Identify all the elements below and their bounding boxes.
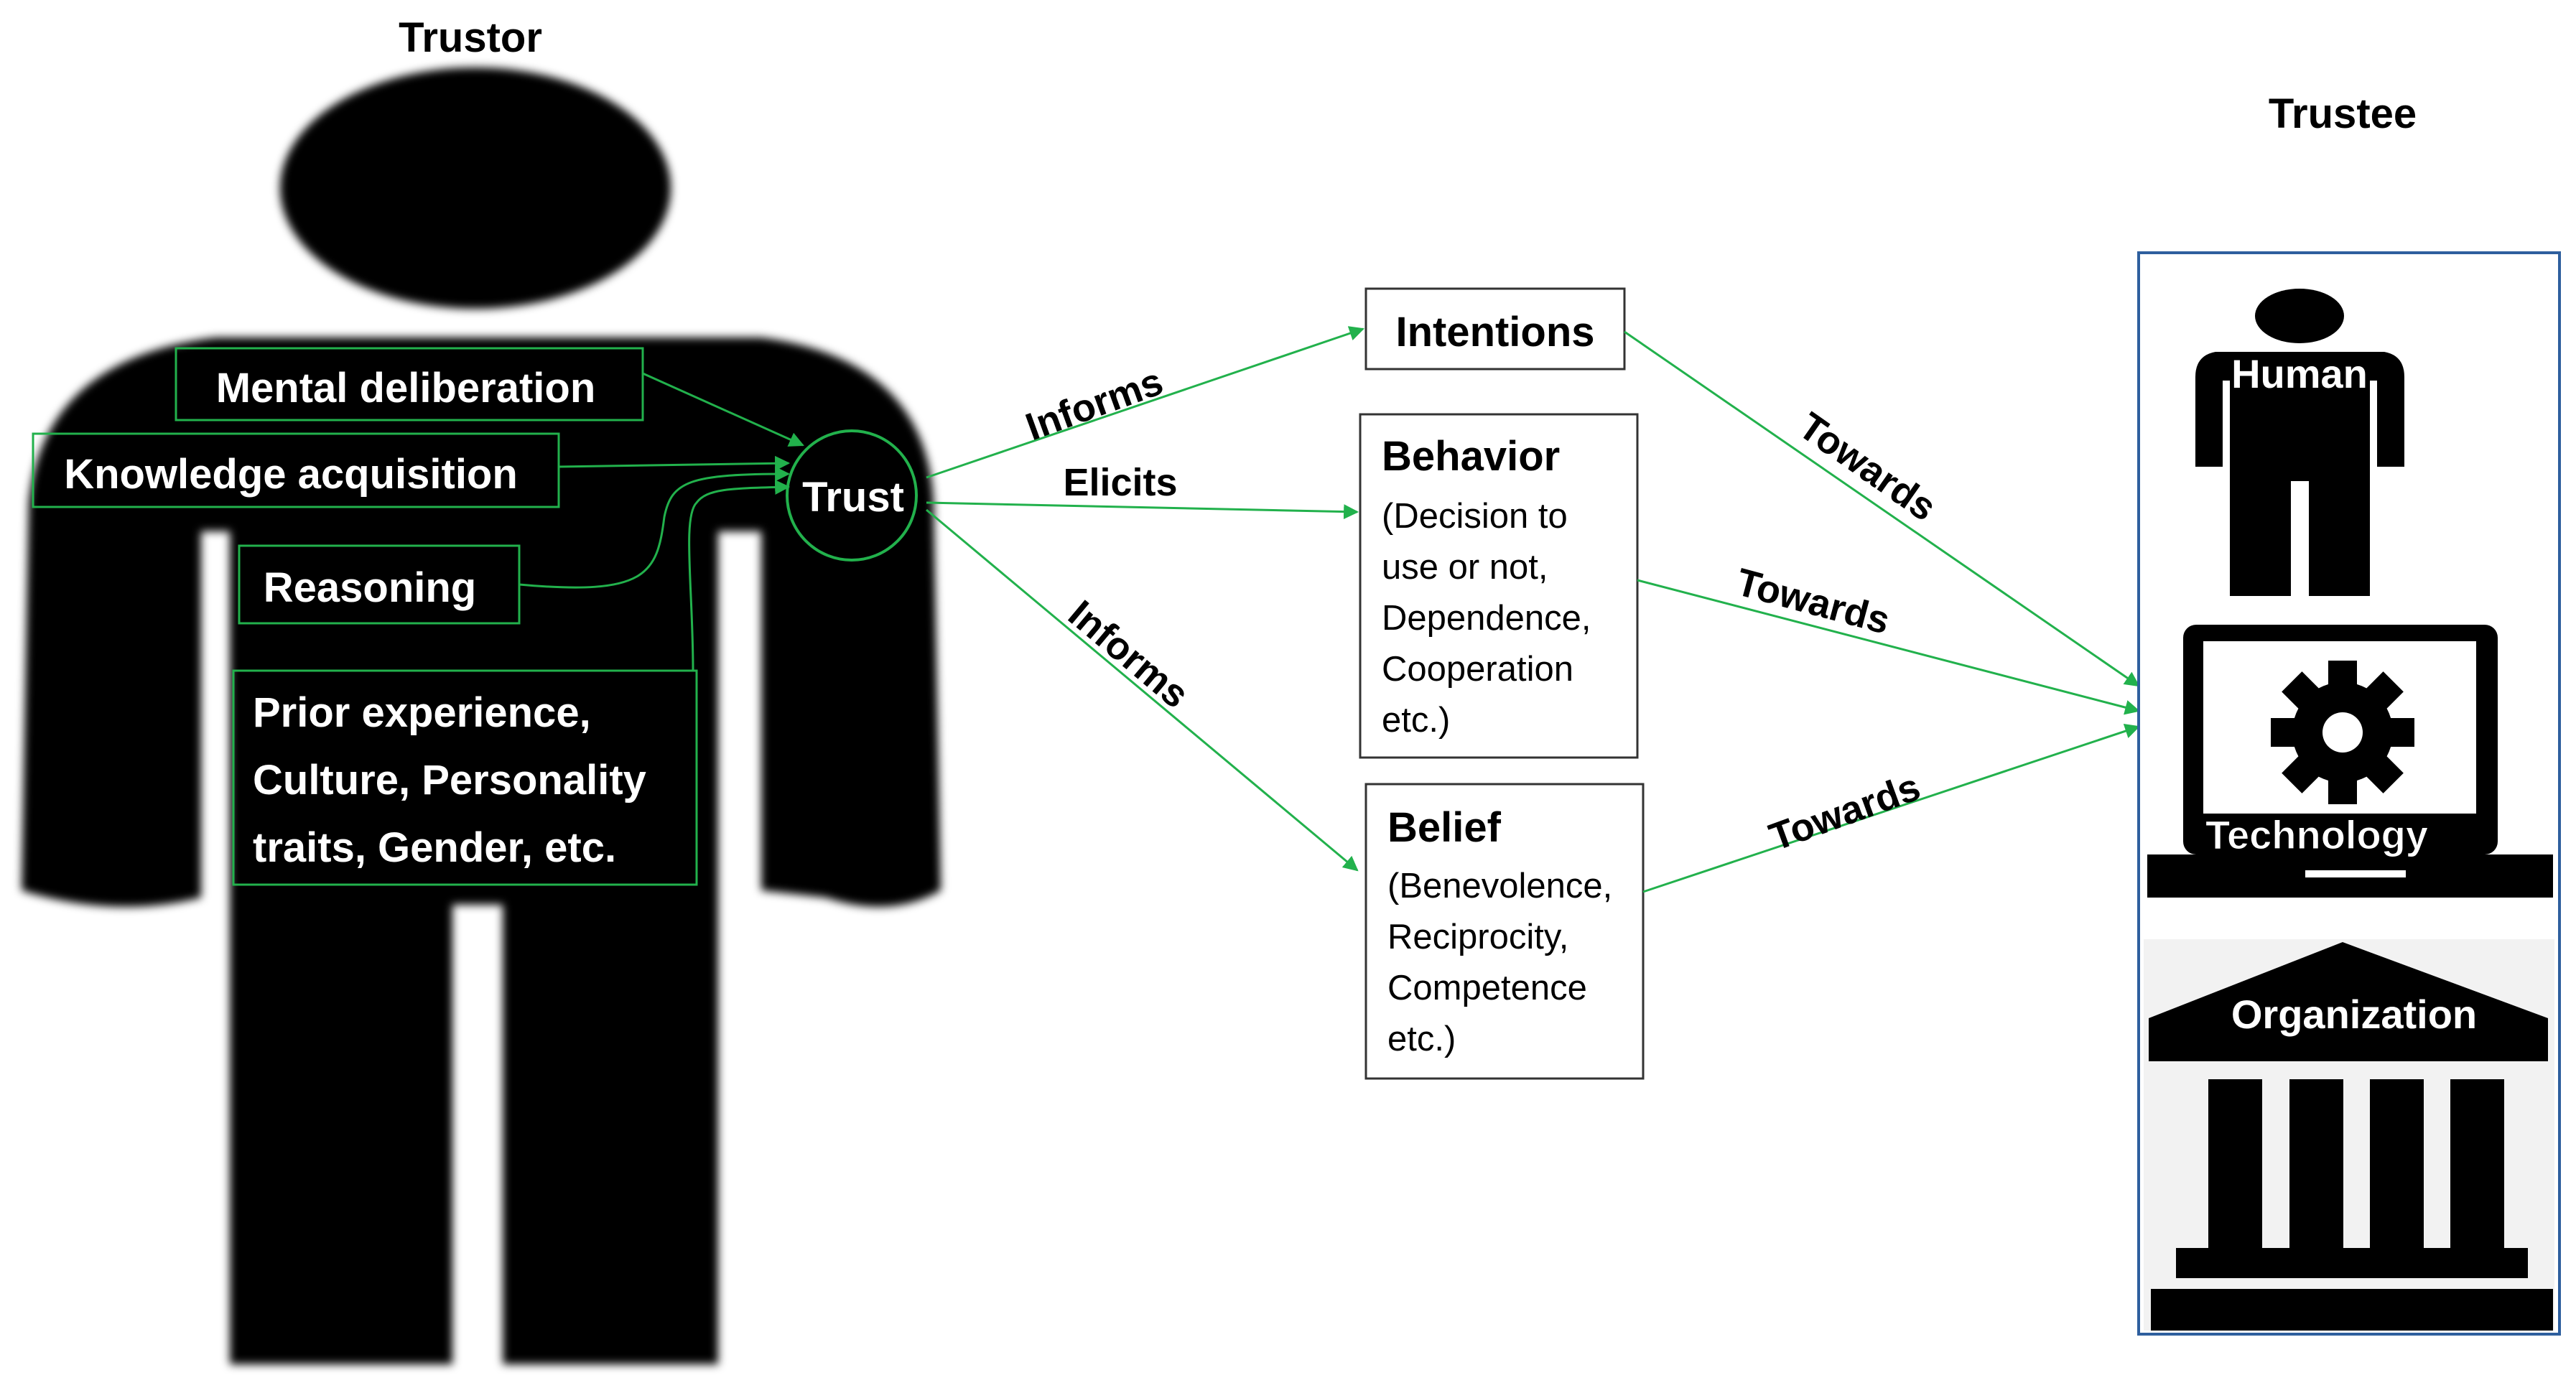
factor-reasoning-label: Reasoning (264, 564, 477, 611)
belief-box: Belief (Benevolence, Reciprocity, Compet… (1364, 783, 1645, 1080)
edge-label-towards-2: Towards (1732, 560, 1894, 642)
edge-label-informs-top: Informs (1020, 360, 1169, 449)
behavior-line-2: use or not, (1382, 548, 1548, 587)
belief-title: Belief (1387, 804, 1502, 851)
factor-prior-line-3: traits, Gender, etc. (253, 824, 616, 871)
belief-line-2: Reciprocity, (1387, 918, 1568, 956)
intentions-label: Intentions (1395, 309, 1594, 355)
factor-mental-deliberation: Mental deliberation (175, 347, 644, 421)
arrow-prior-to-trust (688, 479, 791, 671)
trust-node: Trust (786, 429, 918, 562)
trustee-panel: Human Technology (2137, 251, 2561, 1336)
behavior-line-4: Cooperation (1382, 650, 1573, 689)
behavior-line-1: (Decision to (1382, 497, 1568, 536)
belief-line-1: (Benevolence, (1387, 867, 1612, 905)
arrow-trust-to-behavior (926, 501, 1359, 520)
belief-line-3: Competence (1387, 969, 1587, 1007)
arrow-behavior-to-trustee (1637, 579, 2141, 715)
human-icon (2195, 289, 2404, 596)
behavior-title: Behavior (1382, 433, 1560, 480)
arrow-reasoning-to-trust (519, 466, 791, 589)
factor-prior-line-2: Culture, Personality (253, 757, 646, 804)
behavior-box: Behavior (Decision to use or not, Depend… (1359, 413, 1639, 759)
edge-label-towards-1: Towards (1791, 404, 1944, 529)
factor-knowledge-acquisition: Knowledge acquisition (32, 432, 560, 508)
intentions-box: Intentions (1364, 287, 1626, 371)
trust-label: Trust (802, 474, 904, 521)
factor-mental-label: Mental deliberation (216, 365, 596, 411)
trustor-title: Trustor (399, 14, 542, 61)
arrow-mental-to-trust (642, 372, 804, 447)
edge-label-towards-3: Towards (1764, 765, 1925, 860)
person-silhouette-icon (22, 67, 941, 1364)
edge-label-elicits: Elicits (1063, 461, 1177, 504)
arrow-trust-to-intentions (926, 326, 1364, 479)
arrow-knowledge-to-trust (558, 455, 791, 471)
human-label: Human (2231, 351, 2368, 396)
behavior-line-5: etc.) (1382, 701, 1450, 740)
technology-label: Technology (2205, 812, 2428, 857)
belief-line-4: etc.) (1387, 1020, 1456, 1058)
organization-label: Organization (2231, 992, 2477, 1037)
gear-icon (2271, 661, 2414, 804)
arrow-belief-to-trustee (1642, 724, 2140, 893)
arrow-trust-to-belief (926, 508, 1359, 872)
behavior-line-3: Dependence, (1382, 599, 1591, 638)
factor-knowledge-label: Knowledge acquisition (64, 451, 518, 498)
arrow-intentions-to-trustee (1624, 330, 2140, 687)
factor-prior-experience: Prior experience, Culture, Personality t… (232, 669, 698, 886)
edge-label-informs-bottom: Informs (1060, 592, 1196, 717)
factor-prior-line-1: Prior experience, (253, 689, 591, 736)
building-icon (2149, 942, 2553, 1331)
trustee-title: Trustee (2269, 90, 2417, 137)
